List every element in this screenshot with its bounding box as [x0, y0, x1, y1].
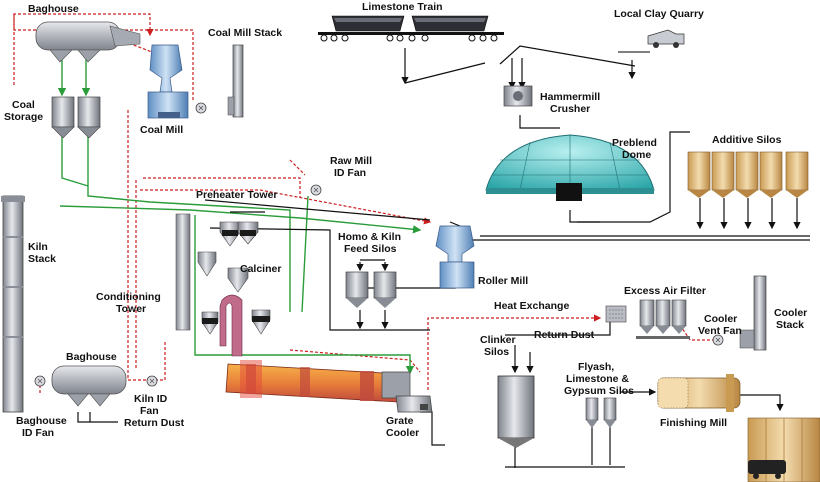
calciner [219, 294, 243, 357]
excess-air-filter [636, 299, 690, 339]
label-flyash-2: Limestone & [566, 373, 629, 385]
raw-mill-id-fan-icon [310, 184, 322, 196]
cooler-stack [739, 275, 767, 351]
clinker-silo [497, 375, 535, 448]
grate-cooler [381, 371, 433, 413]
label-local-clay-quarry: Local Clay Quarry [614, 8, 704, 20]
baghouse-id-fan-icon [34, 375, 46, 387]
baghouse-bottom [51, 365, 127, 407]
label-additive-silos: Additive Silos [712, 134, 782, 146]
label-conditioning-2: Tower [116, 303, 146, 315]
label-baghouse-id-fan-2: ID Fan [22, 427, 54, 439]
cement-truck-icon [748, 460, 786, 479]
roller-mill [435, 225, 475, 289]
coal-mill-stack [227, 44, 244, 118]
label-clinker-1: Clinker [480, 334, 516, 346]
label-coal-storage-2: Storage [4, 111, 43, 123]
flyash-limestone-gypsum-silos [585, 397, 617, 428]
label-cooler-vent-2: Vent Fan [698, 325, 742, 337]
label-homo-kiln-2: Feed Silos [344, 243, 397, 255]
label-coal-storage-1: Coal [12, 99, 35, 111]
coal-mill [147, 44, 189, 119]
gas-flow-lines [13, 13, 714, 395]
homo-kiln-feed-silos [345, 271, 397, 308]
label-heat-exchange: Heat Exchange [494, 300, 569, 312]
rotary-kiln [225, 360, 401, 403]
label-coal-mill: Coal Mill [140, 124, 183, 136]
label-baghouse-bottom: Baghouse [66, 351, 117, 363]
diagram-labels: Baghouse Coal Mill Stack Limestone Train… [4, 1, 807, 439]
label-clinker-2: Silos [484, 346, 509, 358]
label-cooler-stack-2: Stack [776, 319, 804, 331]
preblend-dome [485, 134, 655, 201]
label-return-dust-mid: Return Dust [534, 329, 595, 341]
limestone-train [318, 15, 504, 35]
label-flyash-3: Gypsum Silos [564, 385, 634, 397]
label-preheater-tower: Preheater Tower [196, 189, 278, 201]
label-finishing-mill: Finishing Mill [660, 417, 727, 429]
label-flyash-1: Flyash, [578, 361, 614, 373]
additive-silos [687, 151, 809, 198]
label-raw-mill-1: Raw Mill [330, 155, 372, 167]
label-hammermill-1: Hammermill [540, 91, 600, 103]
preheater-tower [175, 213, 271, 335]
label-limestone-train: Limestone Train [362, 1, 443, 13]
finishing-mill [657, 374, 741, 412]
label-coal-mill-stack: Coal Mill Stack [208, 27, 282, 39]
kiln-stack [1, 195, 25, 413]
baghouse-top [35, 21, 141, 63]
label-conditioning-1: Conditioning [96, 291, 161, 303]
label-kiln-id-fan-2: Fan [140, 405, 159, 417]
label-homo-kiln-1: Homo & Kiln [338, 231, 401, 243]
label-raw-mill-2: ID Fan [334, 167, 366, 179]
label-cooler-stack-1: Cooler [774, 307, 807, 319]
label-cooler-vent-1: Cooler [704, 313, 737, 325]
coal-storage-silos [51, 96, 101, 139]
label-kiln-id-fan-1: Kiln ID [134, 393, 168, 405]
label-calciner: Calciner [240, 263, 281, 275]
hammermill-crusher [503, 85, 533, 107]
kiln-id-fan-icon [146, 375, 158, 387]
label-hammermill-2: Crusher [550, 103, 590, 115]
label-preblend-2: Dome [622, 149, 651, 161]
label-excess-air-filter: Excess Air Filter [624, 285, 706, 297]
coal-flow-lines [57, 46, 422, 375]
label-return-dust-bottom: Return Dust [124, 417, 185, 429]
heat-exchanger [605, 305, 627, 323]
cooler-vent-fan-icon [712, 334, 724, 346]
label-kiln-stack-1: Kiln [28, 241, 48, 253]
coal-mill-fan-icon [195, 102, 207, 114]
label-kiln-stack-2: Stack [28, 253, 56, 265]
label-baghouse-top: Baghouse [28, 3, 79, 15]
label-roller-mill: Roller Mill [478, 275, 528, 287]
label-baghouse-id-fan-1: Baghouse [16, 415, 67, 427]
label-grate-cooler-2: Cooler [386, 427, 419, 439]
train-wheels [320, 34, 498, 42]
label-grate-cooler-1: Grate [386, 415, 414, 427]
quarry-truck-icon [618, 29, 685, 53]
label-preblend-1: Preblend [612, 137, 657, 149]
